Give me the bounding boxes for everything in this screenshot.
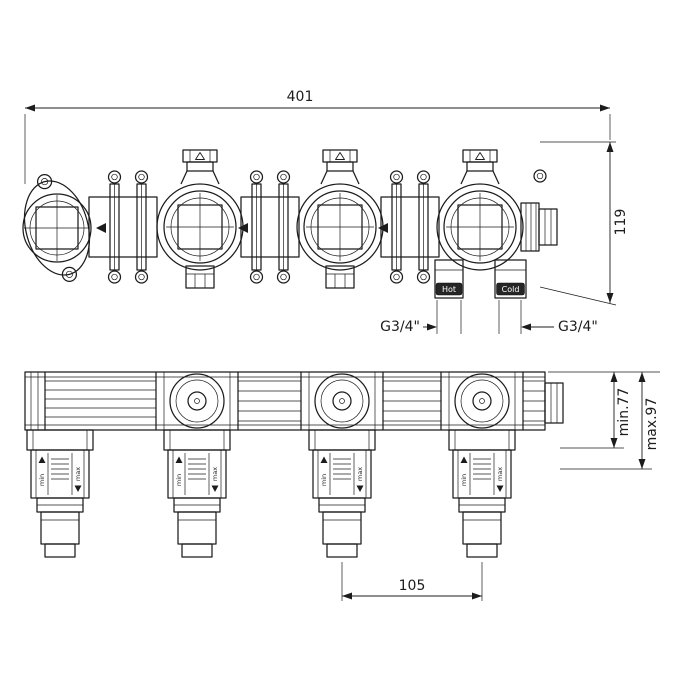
max-triangle-icon <box>211 485 219 492</box>
arrowhead-down-icon <box>638 459 646 469</box>
cold-label: Cold <box>502 285 520 294</box>
knob-3 <box>314 373 370 429</box>
mounting-ear <box>61 266 78 283</box>
cartridge-3: min max <box>308 429 376 558</box>
top-cap-4 <box>460 149 500 185</box>
min-triangle-icon <box>460 456 468 463</box>
front-view: min max min max <box>24 371 660 601</box>
arrowhead-up-icon <box>638 372 646 382</box>
flow-arrows <box>96 223 388 233</box>
hot-label: Hot <box>442 285 456 294</box>
min-depth-label: min.77 <box>616 388 632 437</box>
hot-badge <box>435 282 463 296</box>
bottom-port-2 <box>185 265 215 289</box>
cold-port: Cold <box>494 259 527 299</box>
min-triangle-icon <box>175 456 183 463</box>
cartridge-min-label: min <box>460 474 468 486</box>
dim-height-119: 119 <box>539 141 629 306</box>
flow-arrow-icon <box>378 223 388 233</box>
top-view: 401 119 <box>22 89 629 335</box>
top-cap-2 <box>180 149 220 185</box>
flow-arrow-icon <box>96 223 106 233</box>
coupling-1 <box>107 170 149 284</box>
knob-4 <box>454 373 510 429</box>
left-flange-valve <box>22 173 92 283</box>
knob-2 <box>169 373 225 429</box>
cartridge-1: min max <box>26 429 94 558</box>
outlet-stub <box>520 169 558 252</box>
up-arrow-icon <box>335 152 345 160</box>
cartridge-max-label: max <box>211 467 219 481</box>
max-triangle-icon <box>356 485 364 492</box>
cartridge-min-label: min <box>320 474 328 486</box>
width-dim-label: 401 <box>287 89 314 105</box>
arrowhead-left-icon <box>342 592 352 600</box>
cartridge-max-label: max <box>496 467 504 481</box>
thread-left-label: G3/4" <box>380 319 420 335</box>
arrowhead-left-icon <box>521 323 531 331</box>
thread-callouts: G3/4" G3/4" <box>380 300 598 335</box>
thread-right-label: G3/4" <box>558 319 598 335</box>
spacing-dim-label: 105 <box>399 578 426 594</box>
max-triangle-icon <box>496 485 504 492</box>
manifold-plan: Hot Cold <box>22 149 558 299</box>
cartridge-2: min max <box>163 429 231 558</box>
max-depth-label: max.97 <box>644 398 660 451</box>
arrowhead-down-icon <box>610 438 618 448</box>
up-arrow-icon <box>475 152 485 160</box>
min-triangle-icon <box>38 456 46 463</box>
dim-width-401: 401 <box>24 89 611 184</box>
max-triangle-icon <box>74 485 82 492</box>
flow-arrow-icon <box>238 223 248 233</box>
bottom-port-3 <box>325 265 355 289</box>
cartridge-4: min max <box>448 429 516 558</box>
arrowhead-up-icon <box>606 142 614 152</box>
cartridge-max-label: max <box>74 467 82 481</box>
arrowhead-right-icon <box>472 592 482 600</box>
arrowhead-left-icon <box>25 104 35 112</box>
cold-badge <box>496 282 525 296</box>
top-cap-3 <box>320 149 360 185</box>
coupling-3 <box>389 170 431 284</box>
up-arrow-icon <box>195 152 205 160</box>
arrowhead-down-icon <box>606 293 614 303</box>
cartridge-min-label: min <box>175 474 183 486</box>
arrowhead-right-icon <box>427 323 437 331</box>
valve-body-2 <box>156 183 244 271</box>
valve-body-3 <box>296 183 384 271</box>
arrowhead-right-icon <box>600 104 610 112</box>
arrowhead-up-icon <box>610 372 618 382</box>
dim-spacing-105: 105 <box>341 562 483 601</box>
cartridge-max-label: max <box>356 467 364 481</box>
dim-depth: min.77 max.97 <box>548 371 660 470</box>
valve-body-4 <box>436 183 524 271</box>
end-stub <box>544 382 564 424</box>
mounting-ear <box>36 173 53 190</box>
coupling-2 <box>249 170 291 284</box>
cartridge-min-label: min <box>38 474 46 486</box>
height-dim-label: 119 <box>613 209 629 236</box>
min-triangle-icon <box>320 456 328 463</box>
body-bar <box>24 371 564 431</box>
hot-port: Hot <box>434 259 464 299</box>
mounting-ear <box>533 169 547 183</box>
